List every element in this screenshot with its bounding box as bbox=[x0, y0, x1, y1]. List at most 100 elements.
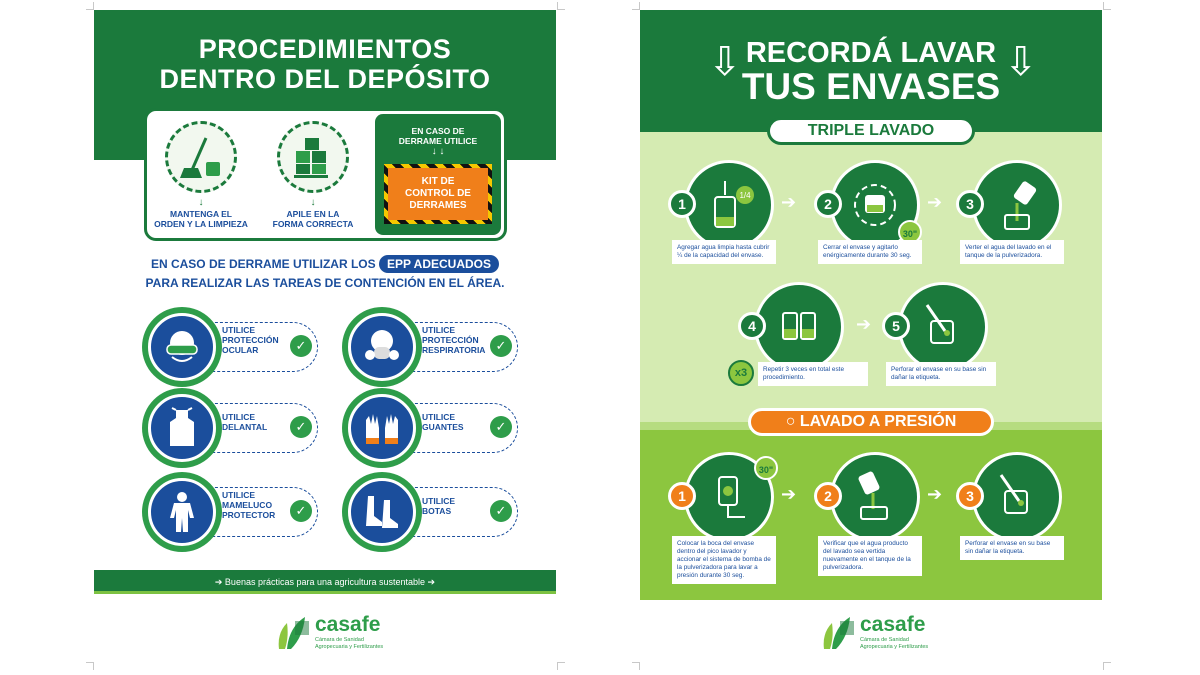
flow-arrow-icon: ➔ bbox=[927, 484, 943, 504]
ppe-line1: UTILICE bbox=[422, 412, 456, 422]
down-arrow-icon: ↓ bbox=[198, 197, 204, 208]
broom-bucket-icon bbox=[165, 121, 237, 193]
casafe-leaf-icon bbox=[823, 617, 854, 649]
ppe-line2: GUANTES bbox=[422, 422, 464, 432]
procedures-box: ↓ MANTENGA EL ORDEN Y LA LIMPIEZA ↓ APIL… bbox=[144, 108, 507, 241]
down-arrow-icon: ↓ bbox=[310, 197, 316, 208]
caption-line1: MANTENGA EL bbox=[169, 209, 232, 219]
down-arrows-icon: ↓ ↓ bbox=[431, 146, 445, 157]
ppe-label: UTILICE PROTECCIÓN OCULAR bbox=[222, 325, 302, 355]
step-number: 1 bbox=[668, 190, 696, 218]
left-title-line2: DENTRO DEL DEPÓSITO bbox=[159, 64, 491, 94]
ppe-disc bbox=[342, 307, 422, 387]
step-description: Repetir 3 veces en total este procedimie… bbox=[758, 362, 868, 386]
coverall-icon bbox=[148, 478, 216, 546]
triple-step-4: 4 x3 Repetir 3 veces en total este proce… bbox=[728, 282, 882, 402]
step-description: Verter el agua del lavado en el tanque d… bbox=[960, 240, 1064, 264]
step-number: 4 bbox=[738, 312, 766, 340]
left-footer: ➔ Buenas prácticas para una agricultura … bbox=[94, 570, 556, 594]
check-icon: ✓ bbox=[290, 500, 312, 522]
step-description: Verificar que el agua producto del lavad… bbox=[818, 536, 922, 576]
flow-arrow-icon: ➔ bbox=[856, 314, 872, 334]
pressure-step-1: 1 30" Colocar la boca del envase dentro … bbox=[662, 452, 812, 584]
respirator-mask-icon bbox=[348, 313, 416, 381]
poster-procedimientos: PROCEDIMIENTOS DENTRO DEL DEPÓSITO ↓ MAN… bbox=[94, 10, 556, 600]
ppe-line3: PROTECTOR bbox=[222, 510, 276, 520]
fill-quarter-icon: 1/4 bbox=[684, 160, 774, 250]
ppe-line2: MAMELUCO bbox=[222, 500, 273, 510]
svg-text:1/4: 1/4 bbox=[739, 191, 751, 200]
logo-sub-line2: Agropecuaria y Fertilizantes bbox=[315, 644, 384, 650]
crop-mark bbox=[557, 662, 565, 670]
ppe-label: UTILICE DELANTAL bbox=[222, 412, 302, 432]
order-cleanliness-item: ↓ MANTENGA EL ORDEN Y LA LIMPIEZA bbox=[151, 121, 251, 229]
poster-lavado-envases: ⇩ ⇩ RECORDÁ LAVAR TUS ENVASES TRIPLE LAV… bbox=[640, 10, 1102, 600]
epp-line1: EN CASO DE DERRAME UTILIZAR LOS EPP ADEC… bbox=[94, 255, 556, 273]
goggles-icon bbox=[148, 313, 216, 381]
spill-kit-panel: EN CASO DE DERRAME UTILICE ↓ ↓ KIT DE CO… bbox=[375, 114, 501, 235]
crop-mark bbox=[632, 2, 640, 10]
caption-line2: ORDEN Y LA LIMPIEZA bbox=[154, 219, 248, 229]
flow-arrow-icon: ➔ bbox=[781, 192, 797, 212]
check-icon: ✓ bbox=[490, 416, 512, 438]
gloves-icon bbox=[348, 394, 416, 462]
step-number: 1 bbox=[668, 482, 696, 510]
ppe-tag-outline bbox=[390, 322, 518, 372]
lavado-presion-title: ○ LAVADO A PRESIÓN bbox=[748, 408, 994, 436]
spill-kit-label: KIT DE CONTROL DE DERRAMES bbox=[388, 168, 488, 220]
ppe-line1: UTILICE bbox=[422, 325, 456, 335]
ppe-line1: UTILICE bbox=[422, 496, 456, 506]
ppe-label: UTILICE GUANTES bbox=[422, 412, 502, 432]
left-title-line1: PROCEDIMIENTOS bbox=[198, 34, 452, 64]
ppe-label: UTILICE MAMELUCO PROTECTOR bbox=[222, 490, 302, 520]
spill-heading-line1: EN CASO DE bbox=[411, 126, 465, 136]
pour-water-icon bbox=[972, 160, 1062, 250]
ppe-disc bbox=[142, 472, 222, 552]
step-number: 2 bbox=[814, 190, 842, 218]
ppe-label: UTILICE BOTAS bbox=[422, 496, 502, 516]
ppe-tag-outline bbox=[190, 322, 318, 372]
ppe-coverall: UTILICE MAMELUCO PROTECTOR ✓ bbox=[142, 472, 322, 552]
epp-highlight-pill: EPP ADECUADOS bbox=[378, 255, 500, 273]
ppe-tag-outline bbox=[190, 487, 318, 537]
step-number: 3 bbox=[956, 482, 984, 510]
timer-icon: 30" bbox=[754, 456, 778, 480]
check-icon: ✓ bbox=[290, 335, 312, 357]
crop-mark bbox=[86, 2, 94, 10]
caption-line1: APILE EN LA bbox=[286, 209, 340, 219]
ppe-respirator: UTILICE PROTECCIÓN RESPIRATORIA ✓ bbox=[342, 307, 522, 387]
kit-line3: DERRAMES bbox=[409, 200, 467, 211]
casafe-logo-right: casafe Cámara de Sanidad Agropecuaria y … bbox=[820, 613, 980, 653]
triple-step-1: 1/4 1 Agregar agua limpia hasta cubrir ¼… bbox=[662, 160, 812, 280]
logo-sub-line1: Cámara de Sanidad bbox=[860, 637, 909, 643]
pierce-container-icon bbox=[898, 282, 988, 372]
ppe-boots: UTILICE BOTAS ✓ bbox=[342, 472, 522, 552]
casafe-logo-left: casafe Cámara de Sanidad Agropecuaria y … bbox=[275, 613, 435, 653]
ppe-line2: DELANTAL bbox=[222, 422, 268, 432]
right-header-band bbox=[640, 10, 1102, 132]
check-icon: ✓ bbox=[490, 500, 512, 522]
ppe-disc bbox=[342, 388, 422, 468]
step-description: Agregar agua limpia hasta cubrir ¼ de la… bbox=[672, 240, 776, 264]
ppe-goggles: UTILICE PROTECCIÓN OCULAR ✓ bbox=[142, 307, 322, 387]
step-description: Perforar el envase en su base sin dañar … bbox=[960, 536, 1064, 560]
right-title-line1: RECORDÁ LAVAR bbox=[745, 37, 997, 69]
ppe-line1: UTILICE bbox=[222, 412, 256, 422]
logo-name: casafe bbox=[860, 613, 926, 636]
ppe-line3: RESPIRATORIA bbox=[422, 345, 486, 355]
ppe-gloves: UTILICE GUANTES ✓ bbox=[342, 388, 522, 468]
logo-sub-line2: Agropecuaria y Fertilizantes bbox=[860, 644, 929, 650]
crop-mark bbox=[1103, 2, 1111, 10]
logo-name: casafe bbox=[315, 613, 381, 636]
epp-line2: PARA REALIZAR LAS TAREAS DE CONTENCIÓN E… bbox=[145, 276, 505, 290]
boots-icon bbox=[348, 478, 416, 546]
ppe-label: UTILICE PROTECCIÓN RESPIRATORIA bbox=[422, 325, 502, 355]
ppe-disc bbox=[342, 472, 422, 552]
ppe-line2: PROTECCIÓN bbox=[222, 335, 279, 345]
caption-line2: FORMA CORRECTA bbox=[272, 219, 354, 229]
crop-mark bbox=[86, 662, 94, 670]
step-number: 5 bbox=[882, 312, 910, 340]
kit-line2: CONTROL DE bbox=[405, 188, 471, 199]
repeat-steps-icon bbox=[754, 282, 844, 372]
pierce-container-icon bbox=[972, 452, 1062, 542]
